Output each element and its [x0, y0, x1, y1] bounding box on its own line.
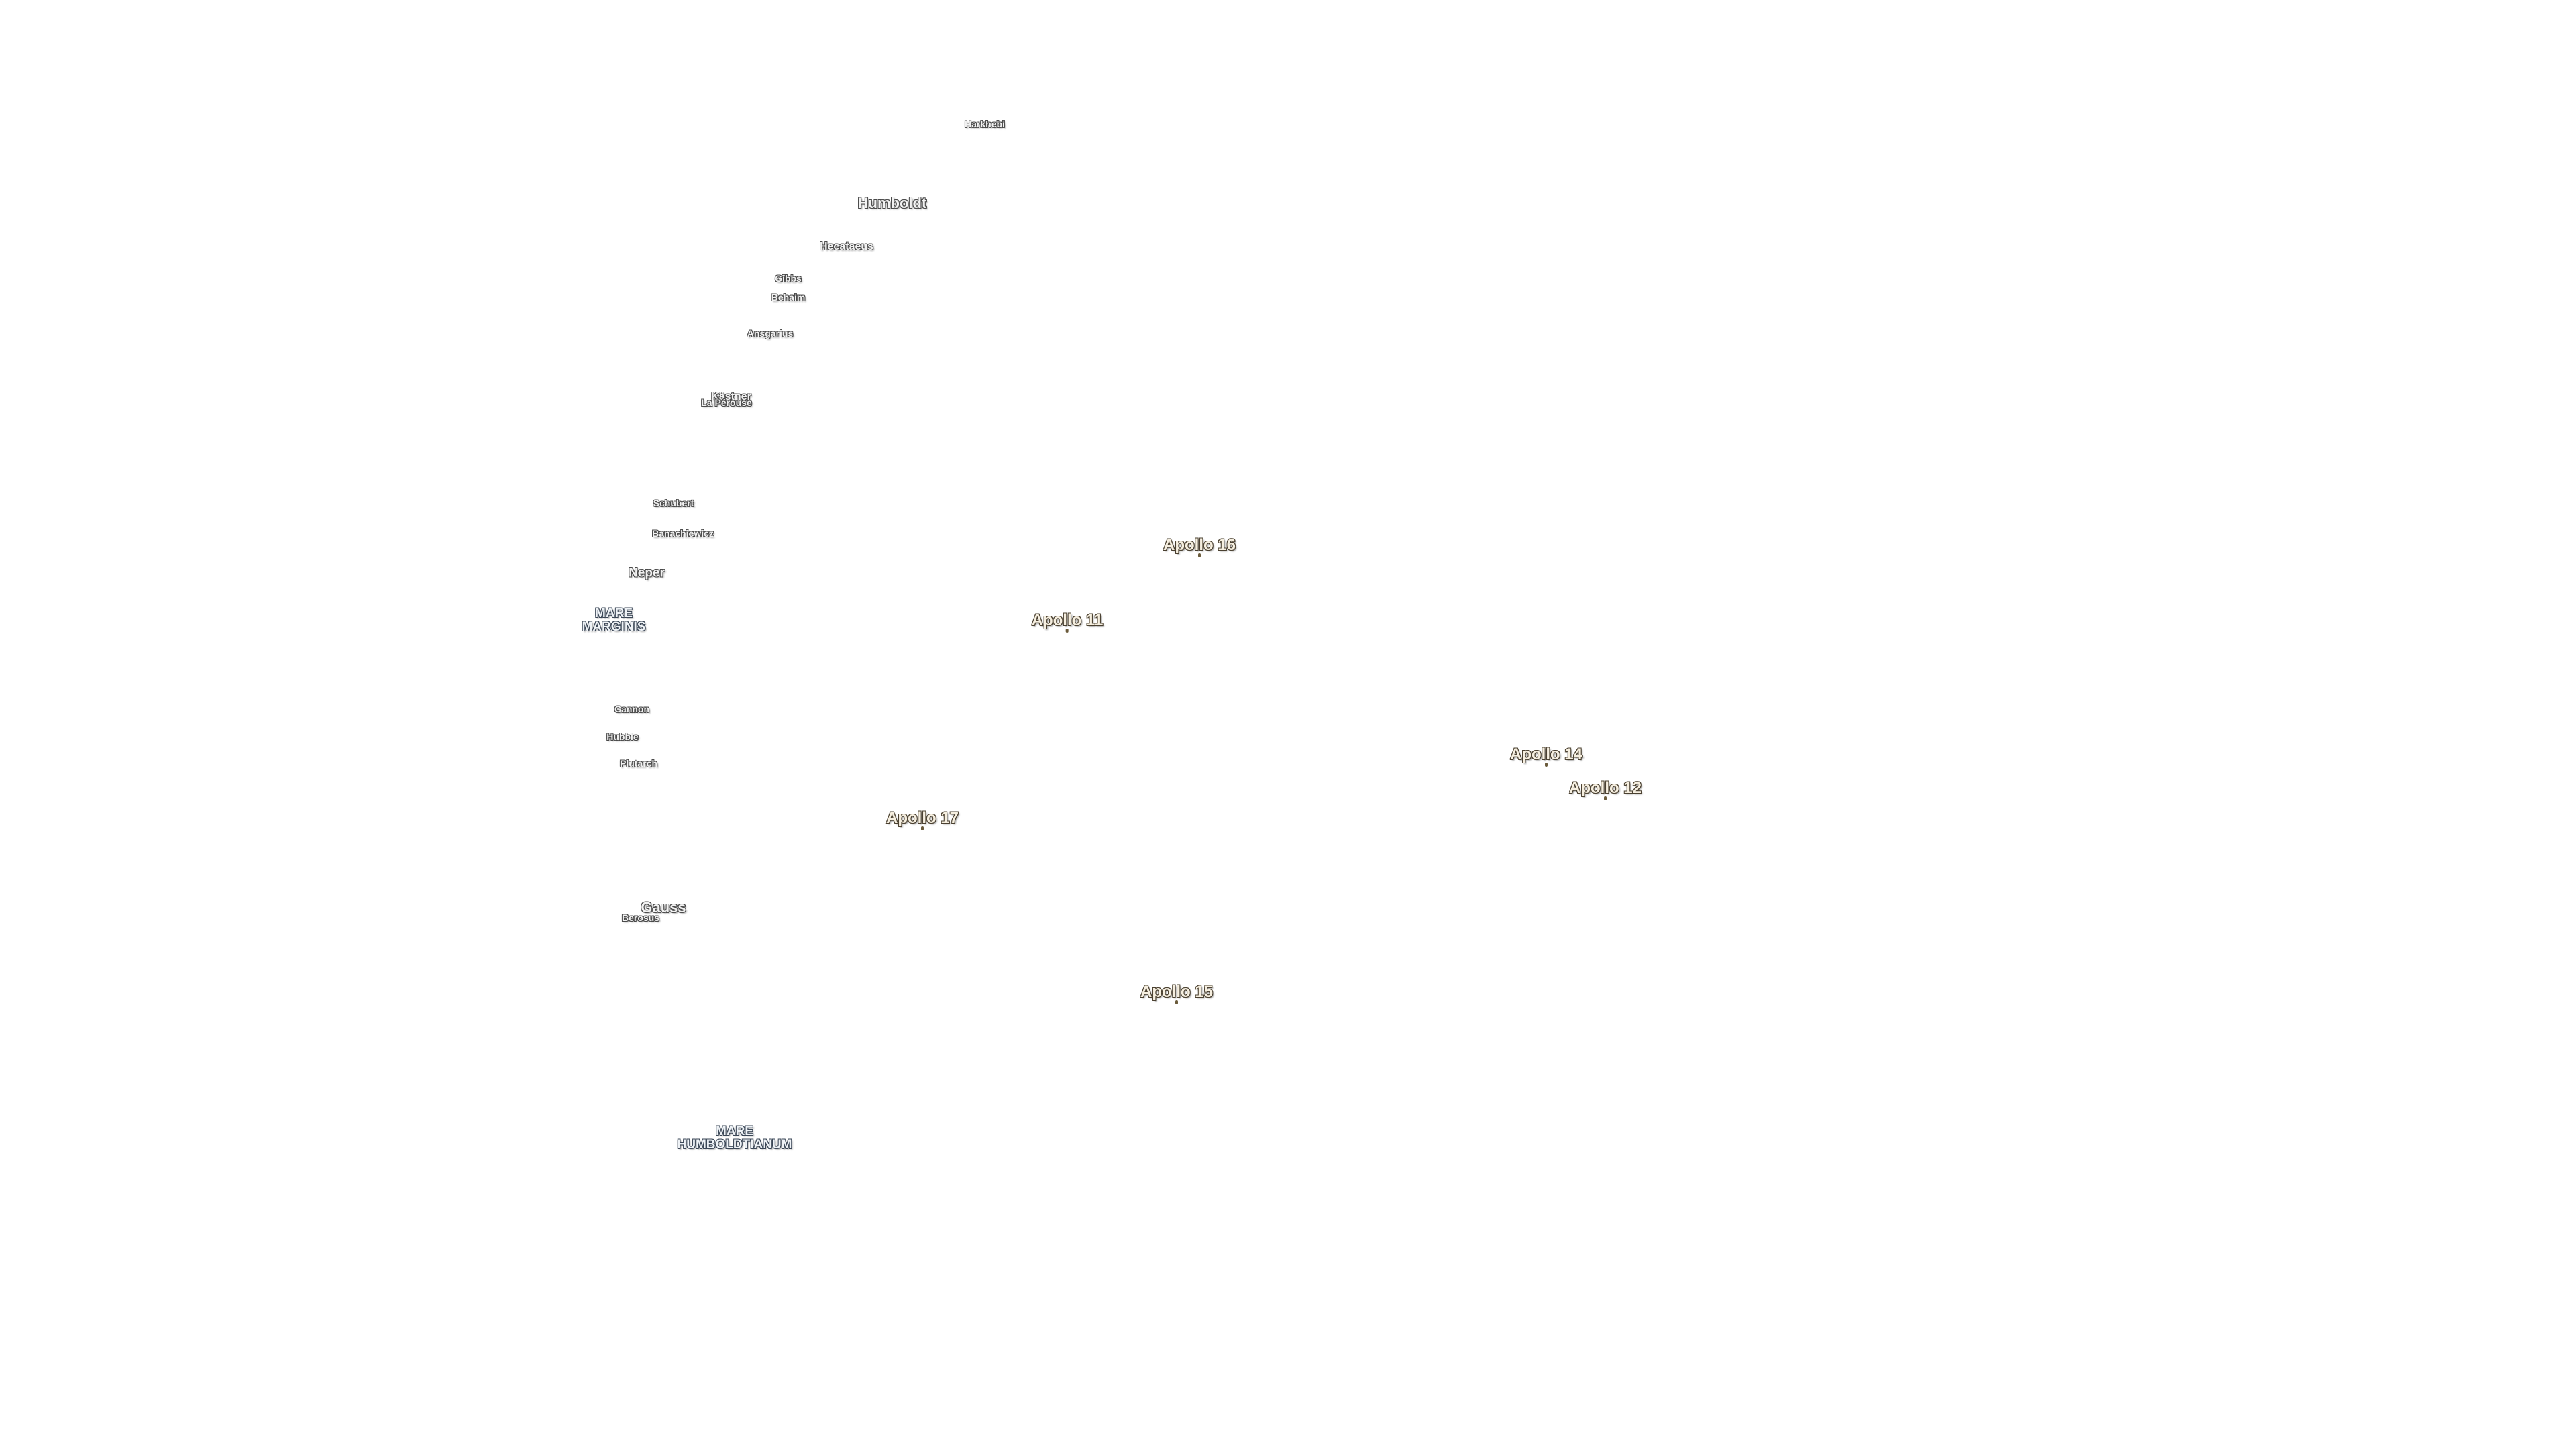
- apollo-15-site[interactable]: Apollo 15: [1140, 983, 1214, 1004]
- mare-humboldtianum-line2: HUMBOLDTIANUM: [677, 1138, 792, 1152]
- apollo-14-label: Apollo 14: [1509, 745, 1583, 763]
- mare-label-marginis[interactable]: MARE MARGINIS: [582, 607, 646, 634]
- apollo-11-label: Apollo 11: [1031, 611, 1104, 629]
- apollo-15-label: Apollo 15: [1140, 983, 1214, 1001]
- landing-pin-icon: [1603, 796, 1607, 800]
- crater-label-plutarch[interactable]: Plutarch: [619, 758, 658, 769]
- crater-label-behaim[interactable]: Behaim: [771, 292, 806, 303]
- apollo-16-label: Apollo 16: [1163, 536, 1236, 554]
- mare-marginis-line2: MARGINIS: [582, 620, 646, 634]
- crater-label-gauss[interactable]: Gauss: [641, 899, 686, 916]
- crater-label-banachiewicz[interactable]: Banachiewicz: [652, 528, 714, 539]
- mare-humboldtianum-line1: MARE: [716, 1124, 753, 1138]
- landing-pin-icon: [1544, 763, 1548, 767]
- apollo-16-site[interactable]: Apollo 16: [1163, 536, 1236, 557]
- apollo-14-site[interactable]: Apollo 14: [1509, 745, 1583, 767]
- crater-label-cannon[interactable]: Cannon: [614, 704, 650, 714]
- crater-label-kastner[interactable]: Kästner: [711, 391, 751, 402]
- landing-pin-icon: [1197, 553, 1201, 557]
- crater-label-ansgarius[interactable]: Ansgarius: [747, 328, 794, 339]
- apollo-12-site[interactable]: Apollo 12: [1568, 779, 1642, 800]
- crater-label-schubert[interactable]: Schubert: [653, 498, 694, 508]
- crater-label-hubble[interactable]: Hubble: [606, 731, 639, 742]
- apollo-17-label: Apollo 17: [885, 809, 959, 827]
- landing-pin-icon: [920, 826, 924, 830]
- mare-marginis-line1: MARE: [595, 606, 633, 621]
- crater-label-berosus[interactable]: Berosus: [621, 912, 660, 923]
- apollo-17-site[interactable]: Apollo 17: [885, 809, 959, 830]
- apollo-12-label: Apollo 12: [1568, 779, 1642, 797]
- apollo-11-site[interactable]: Apollo 11: [1031, 611, 1104, 633]
- crater-label-hecataeus[interactable]: Hecataeus: [819, 241, 874, 252]
- crater-label-harkhebi[interactable]: Harkhebi: [965, 119, 1005, 129]
- crater-label-gibbs[interactable]: Gibbs: [775, 273, 802, 284]
- crater-label-la-perouse[interactable]: La Pérouse: [701, 397, 752, 408]
- landing-pin-icon: [1066, 629, 1069, 633]
- landing-pin-icon: [1175, 1000, 1178, 1004]
- crater-label-neper[interactable]: Neper: [629, 566, 665, 580]
- crater-label-humboldt[interactable]: Humboldt: [857, 195, 927, 211]
- mare-label-humboldtianum[interactable]: MARE HUMBOLDTIANUM: [678, 1125, 792, 1152]
